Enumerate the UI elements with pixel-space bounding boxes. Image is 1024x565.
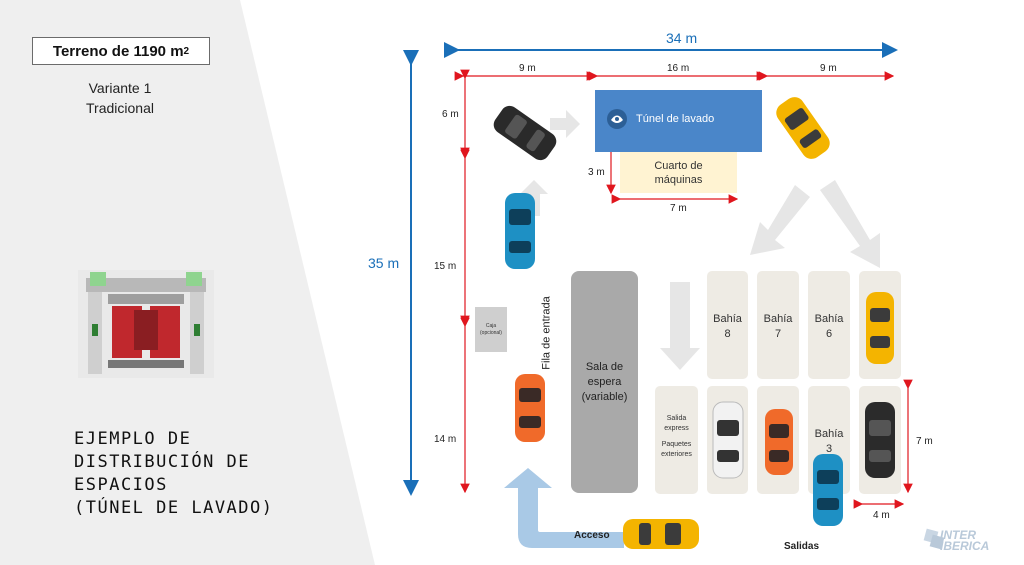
waiting-room: Sala de espera (variable) (571, 271, 638, 493)
car-yellow-tunnel-exit (776, 97, 830, 159)
bay-word: Bahía (814, 428, 844, 440)
flow-arrow-down (660, 282, 700, 370)
wash-icon (607, 109, 627, 129)
area-text: Terreno de 1190 m (52, 42, 184, 60)
title-line: (TÚNEL DE LAVADO) (74, 498, 274, 518)
flow-arrow-right (550, 110, 580, 138)
express-exit-label: Salida express Paquetes exteriores (655, 414, 698, 460)
dim-machines-height: 3 m (588, 167, 605, 178)
dim-bay-height: 7 m (916, 436, 933, 447)
car-white-bay (712, 401, 744, 479)
dim-top-left: 9 m (519, 63, 536, 74)
tunnel-label: Túnel de lavado (636, 113, 715, 125)
car-yellow-bay (866, 292, 894, 364)
dim-top-right: 9 m (820, 63, 837, 74)
bay-word: Bahía (814, 313, 844, 325)
page-title: EJEMPLO DE DISTRIBUCIÓN DE ESPACIOS (TÚN… (74, 428, 364, 520)
tunnel-machine-image (78, 270, 214, 378)
bay-label-8: Bahía 8 (707, 312, 748, 342)
bay-number: 8 (724, 328, 731, 340)
dim-left-top: 6 m (442, 109, 459, 120)
bay-label-6: Bahía 6 (808, 312, 850, 342)
car-black-entry (493, 105, 557, 161)
bay-label-7: Bahía 7 (757, 312, 799, 342)
cashier-label: Caja (485, 322, 497, 329)
access-label: Acceso (574, 530, 610, 541)
variant-type: Tradicional (86, 100, 154, 116)
bay-number: 6 (825, 328, 833, 340)
car-yellow-access (623, 519, 699, 549)
flow-arrow-down-left (750, 185, 810, 255)
brand-logo: INTER IBERICA (940, 528, 990, 553)
exits-label: Salidas (784, 541, 820, 552)
bay-word: Bahía (763, 313, 793, 325)
waiting-room-label: Sala de (585, 360, 624, 373)
entry-queue-label: Fila de entrada (540, 296, 553, 370)
brand-line: IBERICA (940, 539, 990, 553)
car-blue-exit (813, 454, 843, 526)
title-line: ESPACIOS (74, 475, 168, 495)
car-orange-queue (515, 374, 545, 442)
express-text: exteriores (661, 451, 692, 458)
access-arrow (504, 468, 624, 548)
flow-arrow-up (520, 180, 548, 216)
title-line: EJEMPLO DE (74, 429, 192, 449)
cashier-box: Caja (opcional) (475, 307, 507, 352)
brand-logo-icon (923, 528, 945, 550)
express-text: Salida (666, 415, 687, 422)
express-text: express (664, 425, 689, 432)
machine-room-label: máquinas (654, 173, 703, 186)
bay-number: 7 (774, 328, 782, 340)
area-superscript: 2 (183, 45, 190, 57)
express-text: Paquetes (661, 441, 692, 448)
machine-room-label: Cuarto de (654, 159, 703, 172)
cashier-label: (opcional) (480, 329, 502, 336)
car-blue-queue (505, 193, 535, 269)
dim-machines-width: 7 m (670, 203, 687, 214)
dim-left-bottom: 14 m (434, 434, 457, 445)
waiting-room-label: (variable) (581, 390, 628, 403)
waiting-room-label: espera (587, 375, 622, 388)
machine-room: Cuarto de máquinas (620, 152, 737, 193)
dim-bay-width: 4 m (873, 510, 890, 521)
car-orange-bay (765, 409, 793, 475)
total-width-label: 34 m (666, 30, 698, 46)
total-height-label: 35 m (368, 255, 400, 271)
brand-line: INTER (940, 528, 976, 542)
variant-label: Variante 1 (88, 80, 152, 96)
title-line: DISTRIBUCIÓN DE (74, 452, 251, 472)
bay-number: 3 (825, 443, 833, 455)
dim-top-mid: 16 m (667, 63, 690, 74)
dim-left-mid: 15 m (434, 261, 457, 272)
flow-arrow-down-right (820, 180, 880, 268)
bay-label-3: Bahía 3 (808, 427, 850, 457)
car-black-bay (865, 402, 895, 478)
bay-word: Bahía (713, 313, 742, 325)
